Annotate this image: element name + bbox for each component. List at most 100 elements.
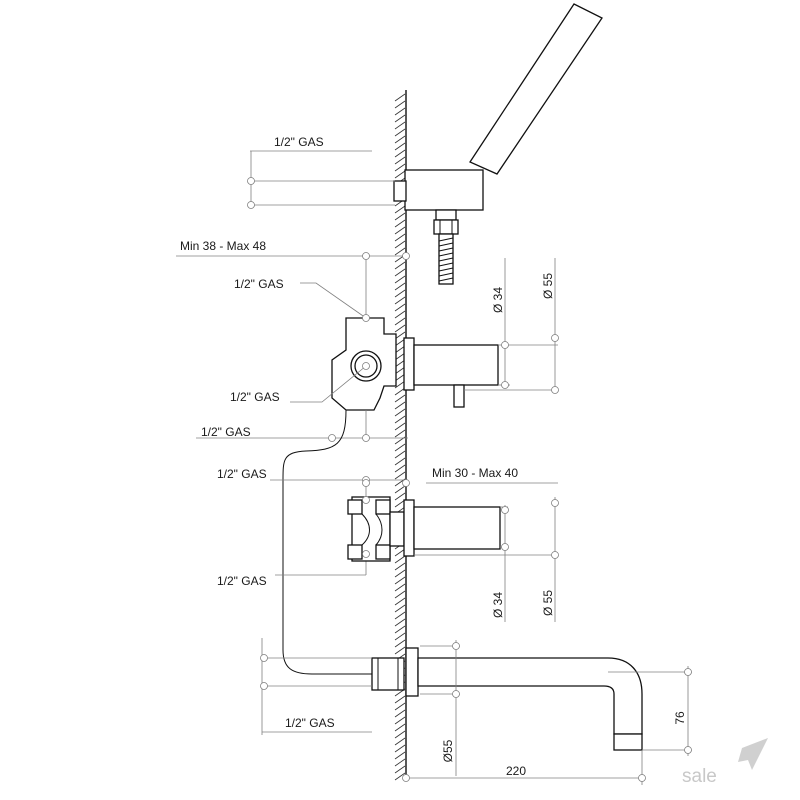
wall-hatch-line bbox=[394, 597, 406, 606]
wall-hatch-line bbox=[394, 618, 406, 627]
wall-hatch-line bbox=[394, 338, 406, 347]
wall-hatch-line bbox=[394, 604, 406, 613]
wall-hatch-line bbox=[394, 611, 406, 620]
wall-hatch-line bbox=[394, 590, 406, 599]
min30-max40-label: Min 30 - Max 40 bbox=[432, 466, 518, 480]
wall-hatch-line bbox=[394, 450, 406, 459]
wall-hatch-line bbox=[394, 212, 406, 221]
mixing-valve: 1/2" GAS Min 30 - Max 40 1/2" GAS bbox=[217, 466, 558, 588]
wall-hatch-line bbox=[394, 695, 406, 704]
thread-line bbox=[438, 257, 454, 262]
wall-hatch-line bbox=[394, 226, 406, 235]
thread-line bbox=[438, 252, 454, 257]
wall-hatch-line bbox=[394, 583, 406, 592]
wall-hatch-line bbox=[394, 751, 406, 760]
wall-hatch-line bbox=[394, 359, 406, 368]
wall-hatch-line bbox=[394, 429, 406, 438]
wall-hatch-line bbox=[394, 723, 406, 732]
diverter-rosette bbox=[403, 337, 415, 391]
thread-line bbox=[438, 267, 454, 272]
wall-hatch-line bbox=[394, 464, 406, 473]
wall-hatch-line bbox=[394, 401, 406, 410]
wall-hatch-line bbox=[394, 268, 406, 277]
valve-diameter-dimensions: Ø 34 Ø 55 bbox=[414, 497, 559, 622]
brand-logo-mark bbox=[738, 738, 768, 770]
wall-hatch-line bbox=[394, 443, 406, 452]
wall-hatch-line bbox=[394, 499, 406, 508]
wall-hatch-line bbox=[394, 345, 406, 354]
wall-hatch-line bbox=[394, 233, 406, 242]
wall-hatch-line bbox=[394, 128, 406, 137]
valve-top-thread-label: 1/2" GAS bbox=[217, 467, 267, 481]
top-connection-dimensions: 1/2" GAS bbox=[247, 135, 395, 209]
thread-line bbox=[438, 277, 454, 282]
valve-stem bbox=[389, 511, 405, 547]
wall-hatch-line bbox=[394, 219, 406, 228]
valve-diameter-34-label: Ø 34 bbox=[491, 592, 505, 618]
wall-hatch-line bbox=[394, 170, 406, 179]
hose-nut-top bbox=[435, 209, 457, 221]
wall-hatch-line bbox=[394, 415, 406, 424]
hand-shower-wall-connector bbox=[393, 180, 407, 202]
wall-hatch-line bbox=[394, 632, 406, 641]
wall-hatch-line bbox=[394, 730, 406, 739]
valve-rosette bbox=[403, 499, 415, 557]
wall-hatch-line bbox=[394, 387, 406, 396]
thread-line bbox=[438, 247, 454, 252]
wall-hatch-line bbox=[394, 366, 406, 375]
thread-line bbox=[438, 237, 454, 242]
wall-hatch-line bbox=[394, 352, 406, 361]
diverter-side-thread-label: 1/2" GAS bbox=[230, 390, 280, 404]
wall-hatch-line bbox=[394, 149, 406, 158]
wall-hatch-line bbox=[394, 163, 406, 172]
wall-hatch-line bbox=[394, 555, 406, 564]
wall-hatch-line bbox=[394, 282, 406, 291]
wall-hatch-line bbox=[394, 646, 406, 655]
diverter-handle-body bbox=[413, 344, 499, 386]
wall-hatch-line bbox=[394, 737, 406, 746]
spout-wall-fitting bbox=[371, 657, 405, 691]
wall-hatch-line bbox=[394, 485, 406, 494]
wall-hatch-line bbox=[394, 709, 406, 718]
bath-spout bbox=[371, 647, 643, 751]
wall-hatch-line bbox=[394, 303, 406, 312]
wall-hatch-line bbox=[394, 569, 406, 578]
wall-hatch-line bbox=[394, 107, 406, 116]
brand-logo-text: sale bbox=[682, 766, 717, 787]
wall-hatch-line bbox=[394, 205, 406, 214]
wall-hatch-line bbox=[394, 296, 406, 305]
wall-hatch-line bbox=[394, 275, 406, 284]
wall-hatch-line bbox=[394, 562, 406, 571]
valve-handle-body bbox=[413, 506, 501, 550]
wall-hatch-line bbox=[394, 331, 406, 340]
valve-nut-top-right bbox=[375, 499, 391, 515]
diverter-diameter-34-label: Ø 34 bbox=[491, 287, 505, 313]
wall-hatch-line bbox=[394, 548, 406, 557]
diverter-diameter-dimensions: Ø 34 Ø 55 bbox=[464, 258, 559, 394]
spout-body bbox=[417, 657, 643, 735]
wall-hatch-line bbox=[394, 261, 406, 270]
wall-hatch-line bbox=[394, 758, 406, 767]
wall-hatch-line bbox=[394, 121, 406, 130]
wall-hatch-line bbox=[394, 492, 406, 501]
diverter-thread-leaders: 1/2" GAS 1/2" GAS 1/2" GAS bbox=[196, 277, 408, 442]
spout-outlet bbox=[613, 733, 643, 751]
thread-line bbox=[438, 272, 454, 277]
diverter-lever bbox=[453, 384, 465, 408]
brand-logo: sale bbox=[682, 738, 768, 787]
wall-hatch-line bbox=[394, 471, 406, 480]
valve-bottom-thread-label: 1/2" GAS bbox=[217, 574, 267, 588]
wall-hatch-line bbox=[394, 240, 406, 249]
wall-hatch-line bbox=[394, 394, 406, 403]
valve-nut-top-left bbox=[347, 499, 363, 515]
wall-hatch-line bbox=[394, 744, 406, 753]
wall-hatch-line bbox=[394, 716, 406, 725]
wall-hatch-line bbox=[394, 142, 406, 151]
thread-line bbox=[438, 242, 454, 247]
wall-hatch-line bbox=[394, 114, 406, 123]
hose-nut bbox=[433, 219, 459, 235]
valve-diameter-55-label: Ø 55 bbox=[541, 590, 555, 616]
wall-hatch-line bbox=[394, 310, 406, 319]
diverter-bottom-thread-label: 1/2" GAS bbox=[201, 425, 251, 439]
